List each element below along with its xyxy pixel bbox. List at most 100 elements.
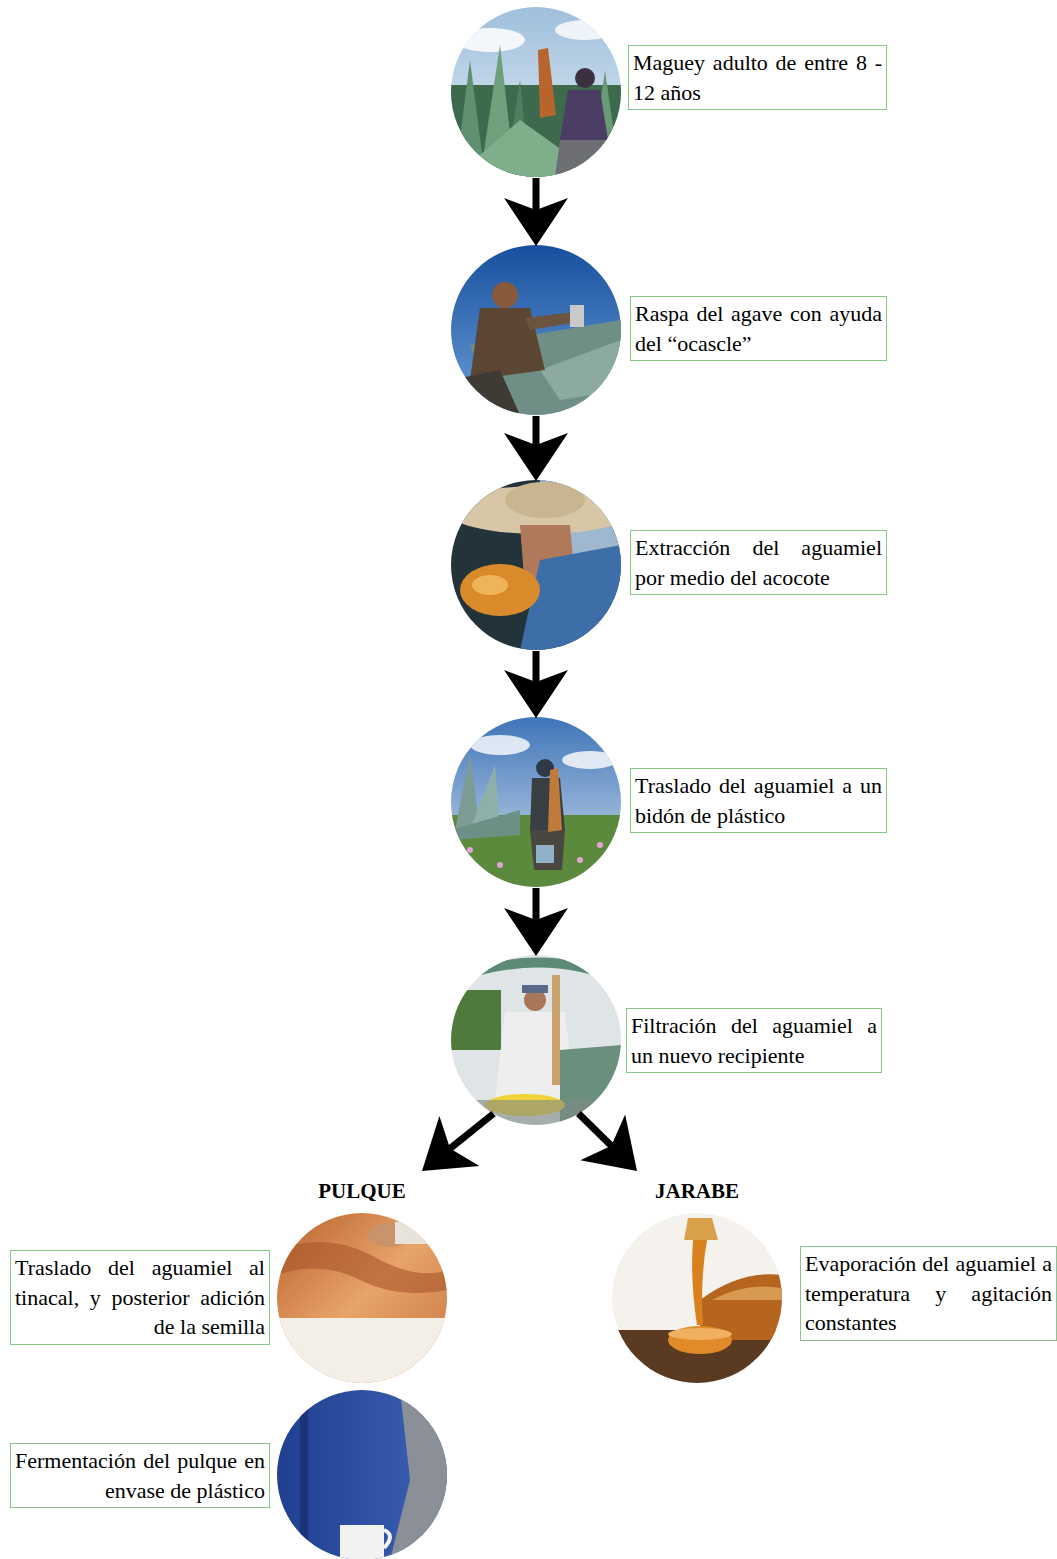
- photo-detail: [340, 1525, 384, 1559]
- photo-detail: [577, 857, 583, 863]
- photo-detail: [536, 845, 554, 863]
- step-text: Evaporación del aguamiel a temperatura y…: [805, 1249, 1052, 1338]
- process-step: Traslado del aguamiel al tinacal, y post…: [10, 1213, 447, 1383]
- arrow-stem: [533, 178, 540, 210]
- photo-detail: [530, 830, 565, 870]
- process-step: Fermentación del pulque en envase de plá…: [10, 1390, 447, 1559]
- photo-traslado: [451, 717, 621, 887]
- step-label-box: Traslado del aguamiel a un bidón de plás…: [630, 768, 887, 833]
- photo-detail: [451, 1100, 621, 1125]
- step-text: Traslado del aguamiel a un bidón de plás…: [635, 771, 882, 830]
- arrow-stem: [533, 416, 540, 445]
- photo-detail: [395, 1222, 445, 1244]
- photo-fermentacion: [277, 1390, 447, 1559]
- photo-detail: [575, 68, 595, 88]
- arrow-head: [580, 1115, 637, 1171]
- photo-detail: [668, 1326, 732, 1354]
- photo-detail: [612, 1213, 782, 1383]
- photo-detail: [455, 60, 485, 177]
- photo-detail: [277, 1242, 447, 1293]
- flow-arrow: [504, 888, 568, 956]
- flow-arrow: [579, 1114, 638, 1171]
- photo-detail: [451, 990, 501, 1050]
- flow-arrow: [504, 178, 568, 246]
- step-label-box: Evaporación del aguamiel a temperatura y…: [800, 1246, 1057, 1341]
- arrow-stem: [533, 888, 540, 920]
- photo-detail: [538, 48, 556, 118]
- photo-detail: [451, 370, 520, 415]
- photo-detail: [390, 1390, 447, 1559]
- photo-detail: [460, 564, 540, 616]
- photo-acocote: [445, 480, 635, 650]
- photo-detail: [712, 1287, 782, 1301]
- arrow-head: [504, 433, 568, 481]
- step-text: Fermentación del pulque en envase de plá…: [15, 1446, 265, 1505]
- flow-arrow: [504, 416, 568, 481]
- photo-detail: [277, 1318, 447, 1383]
- step-label-box: Fermentación del pulque en envase de plá…: [10, 1443, 270, 1508]
- flow-arrow: [504, 651, 568, 718]
- step-label-box: Extracción del aguamiel por medio del ac…: [630, 530, 887, 595]
- photo-jarabe: [612, 1213, 782, 1383]
- photo-filtracion: [451, 955, 621, 1125]
- photo-detail: [548, 768, 562, 832]
- photo-detail: [570, 305, 584, 327]
- photo-detail: [384, 1530, 390, 1548]
- photo-detail: [492, 282, 518, 308]
- photo-detail: [451, 7, 621, 177]
- photo-detail: [451, 245, 621, 415]
- process-step: Extracción del aguamiel por medio del ac…: [451, 480, 887, 650]
- photo-detail: [277, 1390, 447, 1559]
- step-label-box: Maguey adulto de entre 8 - 12 años: [628, 45, 887, 110]
- flow-arrow: [422, 1114, 494, 1171]
- photo-detail: [451, 958, 621, 986]
- arrow-stem: [533, 651, 540, 682]
- photo-detail: [277, 1213, 447, 1383]
- photo-detail: [668, 1328, 732, 1340]
- photo-detail: [552, 975, 560, 1085]
- photo-detail: [540, 340, 621, 400]
- photo-detail: [562, 751, 618, 769]
- process-step: Maguey adulto de entre 8 - 12 años: [451, 7, 887, 177]
- step-text: Maguey adulto de entre 8 - 12 años: [633, 48, 882, 107]
- branch-heading: JARABE: [655, 1179, 739, 1204]
- photo-detail: [472, 575, 508, 595]
- photo-detail: [560, 90, 608, 140]
- process-step: Raspa del agave con ayuda del “ocascle”: [451, 245, 887, 415]
- arrow-head: [504, 198, 568, 246]
- photo-maguey: [451, 7, 621, 177]
- arrow-head: [504, 908, 568, 956]
- photo-raspa: [451, 245, 621, 415]
- process-step: Traslado del aguamiel a un bidón de plás…: [451, 717, 887, 887]
- step-text: Extracción del aguamiel por medio del ac…: [635, 533, 882, 592]
- photo-detail: [455, 28, 525, 52]
- process-step: Filtración del aguamiel a un nuevo recip…: [451, 955, 882, 1125]
- photo-detail: [497, 862, 503, 868]
- branch-heading: PULQUE: [318, 1179, 406, 1204]
- arrow-stem: [579, 1114, 612, 1146]
- photo-tinacal: [277, 1213, 447, 1383]
- photo-detail: [467, 847, 473, 853]
- step-label-box: Traslado del aguamiel al tinacal, y post…: [10, 1250, 270, 1345]
- step-text: Traslado del aguamiel al tinacal, y post…: [15, 1253, 265, 1342]
- photo-detail: [451, 810, 520, 840]
- arrow-head: [504, 670, 568, 718]
- photo-detail: [300, 1390, 308, 1559]
- photo-detail: [555, 140, 615, 177]
- photo-detail: [692, 1240, 707, 1325]
- step-text: Raspa del agave con ayuda del “ocascle”: [635, 299, 882, 358]
- process-step: Evaporación del aguamiel a temperatura y…: [612, 1213, 1057, 1383]
- photo-detail: [451, 717, 621, 887]
- photo-detail: [505, 482, 585, 518]
- step-label-box: Filtración del aguamiel a un nuevo recip…: [626, 1008, 882, 1073]
- photo-detail: [684, 1218, 718, 1240]
- photo-detail: [522, 985, 548, 993]
- photo-detail: [451, 955, 621, 1125]
- arrow-head: [422, 1116, 479, 1171]
- step-text: Filtración del aguamiel a un nuevo recip…: [631, 1011, 877, 1070]
- photo-detail: [597, 842, 603, 848]
- photo-detail: [470, 735, 530, 755]
- photo-detail: [555, 20, 615, 40]
- step-label-box: Raspa del agave con ayuda del “ocascle”: [630, 296, 887, 361]
